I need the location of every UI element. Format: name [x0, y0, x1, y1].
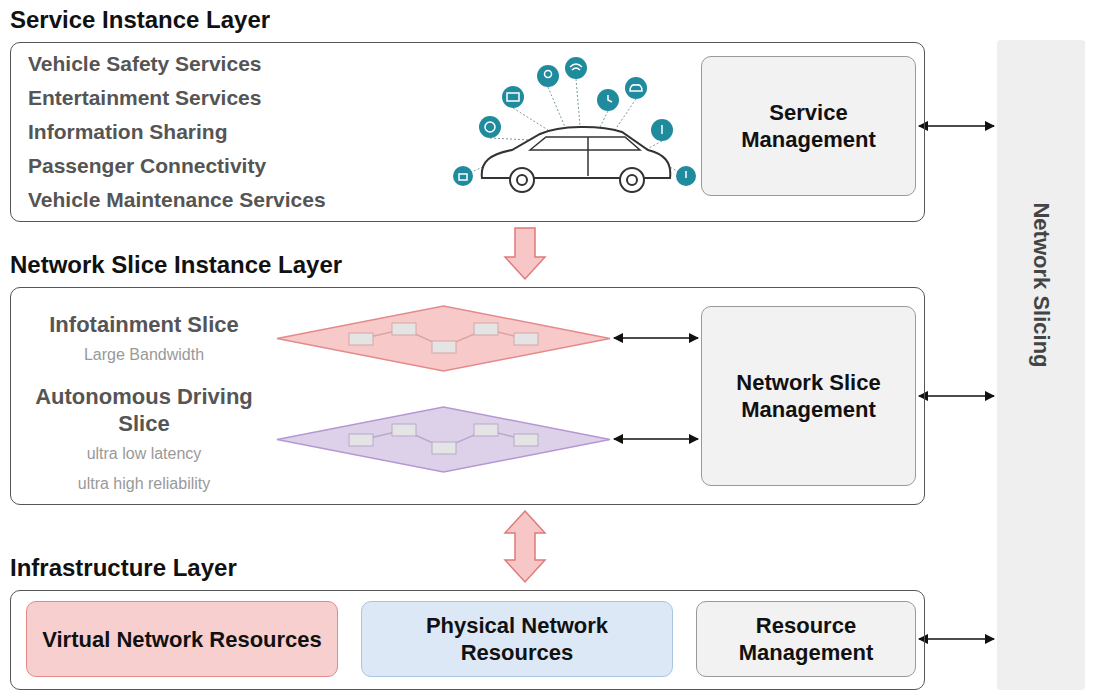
service-item: Entertainment Services	[28, 81, 924, 115]
block-arrow	[505, 228, 545, 279]
service-item: Vehicle Safety Services	[28, 47, 924, 81]
management-box: Physical Network Resources	[361, 601, 673, 677]
connector-arrow	[919, 638, 994, 640]
network-function	[474, 424, 498, 436]
box-text: Virtual Network Resources	[42, 626, 322, 653]
band-label: Network Slicing	[1028, 202, 1054, 367]
connector-arrow	[614, 337, 698, 339]
car-wheel	[510, 168, 534, 192]
service-item: Vehicle Maintenance Services	[28, 183, 924, 217]
slice-label: Infotainment SliceLarge Bandwidth	[19, 311, 269, 366]
network-function	[392, 323, 416, 335]
box-text: Resource Management	[705, 612, 907, 666]
wifi-glyph	[570, 64, 582, 70]
car-hub	[627, 175, 637, 185]
slice-label: Autonomous Driving Slice ultra low latenc…	[19, 383, 269, 495]
car-wheel	[620, 168, 644, 192]
wifi-icon	[565, 57, 587, 79]
box-text: Physical Network Resources	[370, 612, 664, 666]
alert-icon	[676, 166, 696, 186]
card-icon	[502, 86, 524, 108]
network-function	[514, 333, 538, 345]
clock-icon	[597, 89, 619, 111]
management-box: Resource Management	[696, 601, 916, 677]
network-function	[432, 341, 456, 353]
alert-glyph	[685, 171, 687, 178]
icon-glyphs	[459, 64, 686, 180]
icon-link	[513, 108, 548, 130]
service-list: Vehicle Safety ServicesEntertainment Ser…	[11, 43, 924, 217]
car-illustration	[463, 79, 686, 192]
icon-link	[576, 79, 580, 126]
box-text: Network Slice Management	[710, 369, 907, 423]
car-door	[587, 137, 589, 176]
card-glyph	[507, 93, 519, 101]
layer-title: Network Slice Instance Layer	[10, 250, 342, 280]
layer-title: Infrastructure Layer	[10, 553, 237, 583]
service-item: Information Sharing	[28, 115, 924, 149]
management-box: Network Slice Management	[701, 306, 916, 486]
cloud-glyph	[630, 85, 642, 91]
diamond-shape	[277, 306, 610, 371]
network-function	[514, 434, 538, 446]
lock-glyph	[459, 174, 467, 180]
connector-arrow	[614, 438, 698, 440]
wheel-glyph	[485, 122, 495, 132]
pin-glyph	[545, 71, 552, 78]
slice-name: Infotainment Slice	[49, 311, 238, 338]
slice-node: Autonomous Driving Slice ultra low latenc…	[19, 379, 611, 499]
layer-box: Virtual Network Resources Physical Networ…	[10, 590, 925, 690]
management-box: Service Management	[701, 56, 916, 196]
icon-link	[490, 138, 530, 140]
layer-box: Service ManagementService Instance Layer…	[10, 42, 925, 222]
double-block-arrow	[505, 511, 545, 582]
box-label: Physical Network Resources	[362, 608, 672, 670]
info-icon	[651, 119, 673, 141]
lock-icon	[453, 166, 473, 186]
slice-property: ultra high reliability	[78, 473, 211, 495]
slice-diamond	[276, 305, 611, 372]
box-label: Resource Management	[697, 608, 915, 670]
slice-node: Infotainment SliceLarge Bandwidth	[19, 299, 611, 377]
clock-glyph	[608, 95, 612, 102]
layer-title: Service Instance Layer	[10, 5, 270, 35]
cloud-icon	[625, 77, 647, 99]
diamond-shape	[277, 407, 610, 472]
slice-diamond	[276, 406, 611, 473]
management-box: Virtual Network Resources	[26, 601, 338, 677]
icon-link	[548, 87, 565, 127]
connector-arrow	[919, 125, 994, 127]
network-slicing-band: Network Slicing	[997, 40, 1085, 690]
icon-link	[600, 111, 608, 127]
box-label: Virtual Network Resources	[34, 622, 330, 657]
layer-box: Infotainment SliceLarge BandwidthAutonom…	[10, 287, 925, 505]
slice-name: Autonomous Driving Slice	[19, 383, 269, 437]
network-function	[392, 424, 416, 436]
network-function	[349, 333, 373, 345]
network-function	[349, 434, 373, 446]
box-label: Network Slice Management	[702, 365, 915, 427]
slice-property: ultra low latency	[87, 443, 202, 465]
box-text: Service Management	[710, 99, 907, 153]
network-function	[474, 323, 498, 335]
slice-property: Large Bandwidth	[84, 344, 204, 366]
pin-icon	[537, 65, 559, 87]
wheel-icon	[479, 116, 501, 138]
connector-arrow	[919, 395, 994, 397]
network-function	[432, 442, 456, 454]
box-label: Service Management	[702, 95, 915, 157]
car-body	[482, 127, 671, 178]
car-window	[530, 137, 640, 150]
info-glyph	[661, 125, 663, 134]
service-item: Passenger Connectivity	[28, 149, 924, 183]
car-hub	[517, 175, 527, 185]
service-icons	[453, 57, 696, 186]
